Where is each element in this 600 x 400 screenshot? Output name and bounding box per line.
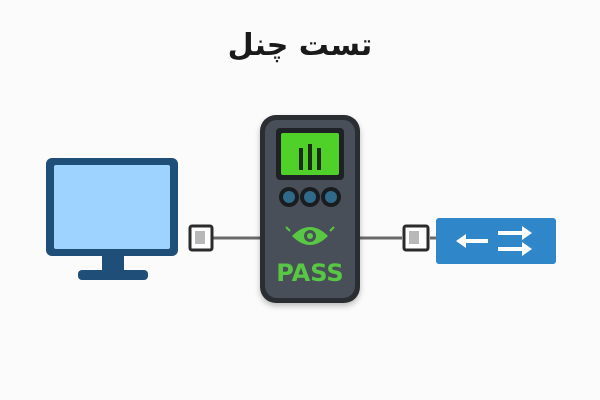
eye-status-icon <box>285 226 335 245</box>
rj45-connector-left-icon <box>188 224 214 252</box>
rj45-connector-right-icon <box>402 224 430 252</box>
network-switch-icon <box>436 218 556 264</box>
monitor-icon <box>46 158 178 280</box>
tester-status-text: PASS <box>276 259 343 287</box>
tester-screen <box>276 128 344 180</box>
tester-buttons <box>279 187 341 207</box>
diagram-title: تست چنل <box>227 28 373 63</box>
bidirectional-arrows-icon <box>456 226 532 256</box>
